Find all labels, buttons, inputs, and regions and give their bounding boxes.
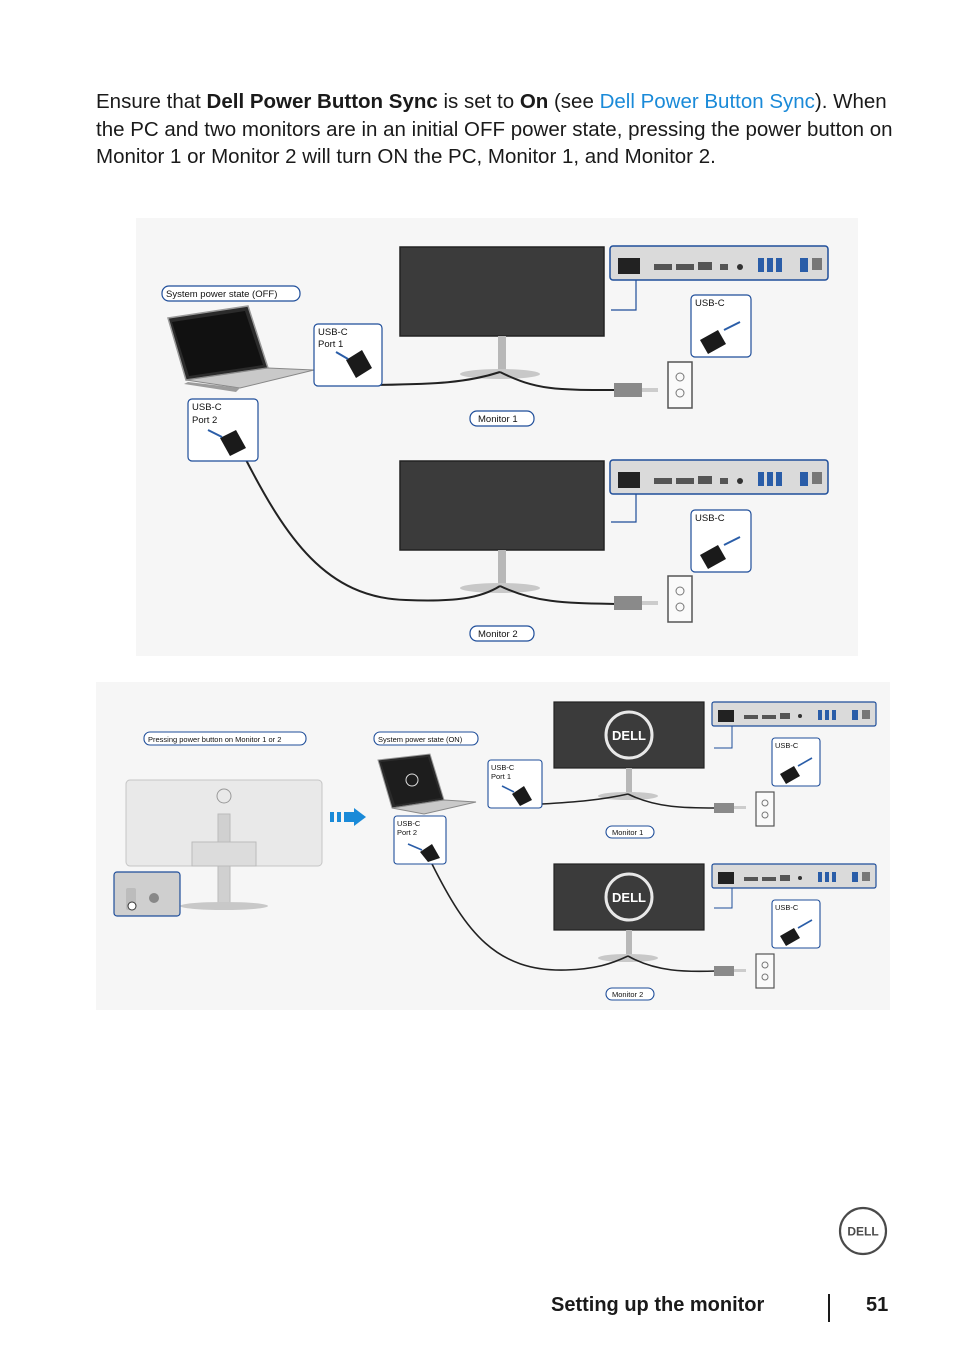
system-state-callout: System power state (OFF) [161,285,301,302]
footer-divider [828,1294,830,1322]
monitor-port-panel [711,701,877,727]
power-plug-icon [614,383,658,397]
port-label: USB-C [695,513,725,524]
monitor-port-panel [711,863,877,889]
intro-text: is set to [437,90,520,113]
monitor-port-panel [609,245,829,281]
monitor-port-panel [609,459,829,495]
port-label: USB-C [491,763,515,772]
power-button-callout [113,871,181,917]
usb-c-port2-callout: USB-C Port 2 [393,815,447,865]
port-label: Port 1 [491,772,511,781]
arrow-right-icon [330,808,366,826]
usb-c-plug-icon [780,919,813,946]
port-label: USB-C [318,327,348,338]
monitor-back-icon [125,779,323,910]
monitor-label-text: Monitor 2 [612,990,643,999]
figure-power-off-state: System power state (OFF) USB-C Port 1 US… [136,218,858,656]
usb-c-port1-callout: USB-C Port 1 [313,323,383,387]
wall-outlet-icon [755,791,775,827]
wall-outlet-icon [755,953,775,989]
usb-c-plug-icon [501,785,532,806]
usb-c-plug-icon [207,429,246,456]
dell-logo-icon: DELL [612,890,646,905]
power-button-icon [127,901,137,911]
port-label: USB-C [775,903,799,912]
monitor-icon: DELL [553,863,705,962]
monitor1-label: Monitor 1 [605,825,655,839]
setting-name: Dell Power Button Sync [206,90,438,113]
usb-c-plug-icon [335,350,372,378]
intro-text: Ensure that [96,90,207,113]
intro-text: (see [548,90,600,113]
monitor-icon: DELL [553,701,705,800]
system-state-callout: System power state (ON) [373,731,479,746]
wall-outlet-icon [667,361,693,409]
laptop-icon [377,753,477,815]
power-plug-icon [614,596,658,610]
pressing-power-callout: Pressing power button on Monitor 1 or 2 [143,731,307,746]
intro-text: ). When the PC and two monitors are in a… [96,90,893,168]
monitor2-label: Monitor 2 [605,987,655,1001]
port-label: USB-C [192,402,222,413]
page-number: 51 [866,1294,889,1316]
port-label: Port 2 [397,828,417,837]
power-plug-icon [714,803,746,813]
dell-logo-icon: DELL [838,1206,888,1256]
port-label: USB-C [695,298,725,309]
usb-c-plug-icon [700,536,741,569]
system-state-label: System power state (OFF) [166,289,277,300]
setting-value: On [519,90,549,113]
power-button-sync-link[interactable]: Dell Power Button Sync [599,90,815,113]
power-plug-icon [714,966,746,976]
monitor-label-text: Monitor 2 [478,629,518,640]
monitor-icon [399,460,605,593]
dell-logo-icon: DELL [612,728,646,743]
port-label: Port 1 [318,339,343,350]
monitor1-usb-c-callout: USB-C [690,294,752,358]
pressing-label: Pressing power button on Monitor 1 or 2 [148,735,281,744]
intro-paragraph: Ensure that Dell Power Button Sync is se… [96,88,896,171]
port-label: Port 2 [192,415,217,426]
monitor2-usb-c-callout: USB-C [771,899,821,949]
usb-c-port1-callout: USB-C Port 1 [487,759,543,809]
monitor1-label: Monitor 1 [469,410,535,427]
usb-c-plug-icon [407,843,440,862]
port-label: USB-C [775,741,799,750]
monitor1-usb-c-callout: USB-C [771,737,821,787]
monitor2-label: Monitor 2 [469,625,535,642]
monitor2-usb-c-callout: USB-C [690,509,752,573]
monitor-icon [399,246,605,379]
monitor-label-text: Monitor 1 [478,414,518,425]
dell-logo-text: DELL [847,1225,878,1239]
wall-outlet-icon [667,575,693,623]
figure-power-on-state: Pressing power button on Monitor 1 or 2 … [96,682,890,1010]
system-state-label: System power state (ON) [378,735,463,744]
usb-c-plug-icon [700,321,741,354]
monitor-label-text: Monitor 1 [612,828,643,837]
usb-c-port2-callout: USB-C Port 2 [187,398,259,462]
port-label: USB-C [397,819,421,828]
section-title: Setting up the monitor [551,1294,765,1316]
usb-c-plug-icon [780,757,813,784]
